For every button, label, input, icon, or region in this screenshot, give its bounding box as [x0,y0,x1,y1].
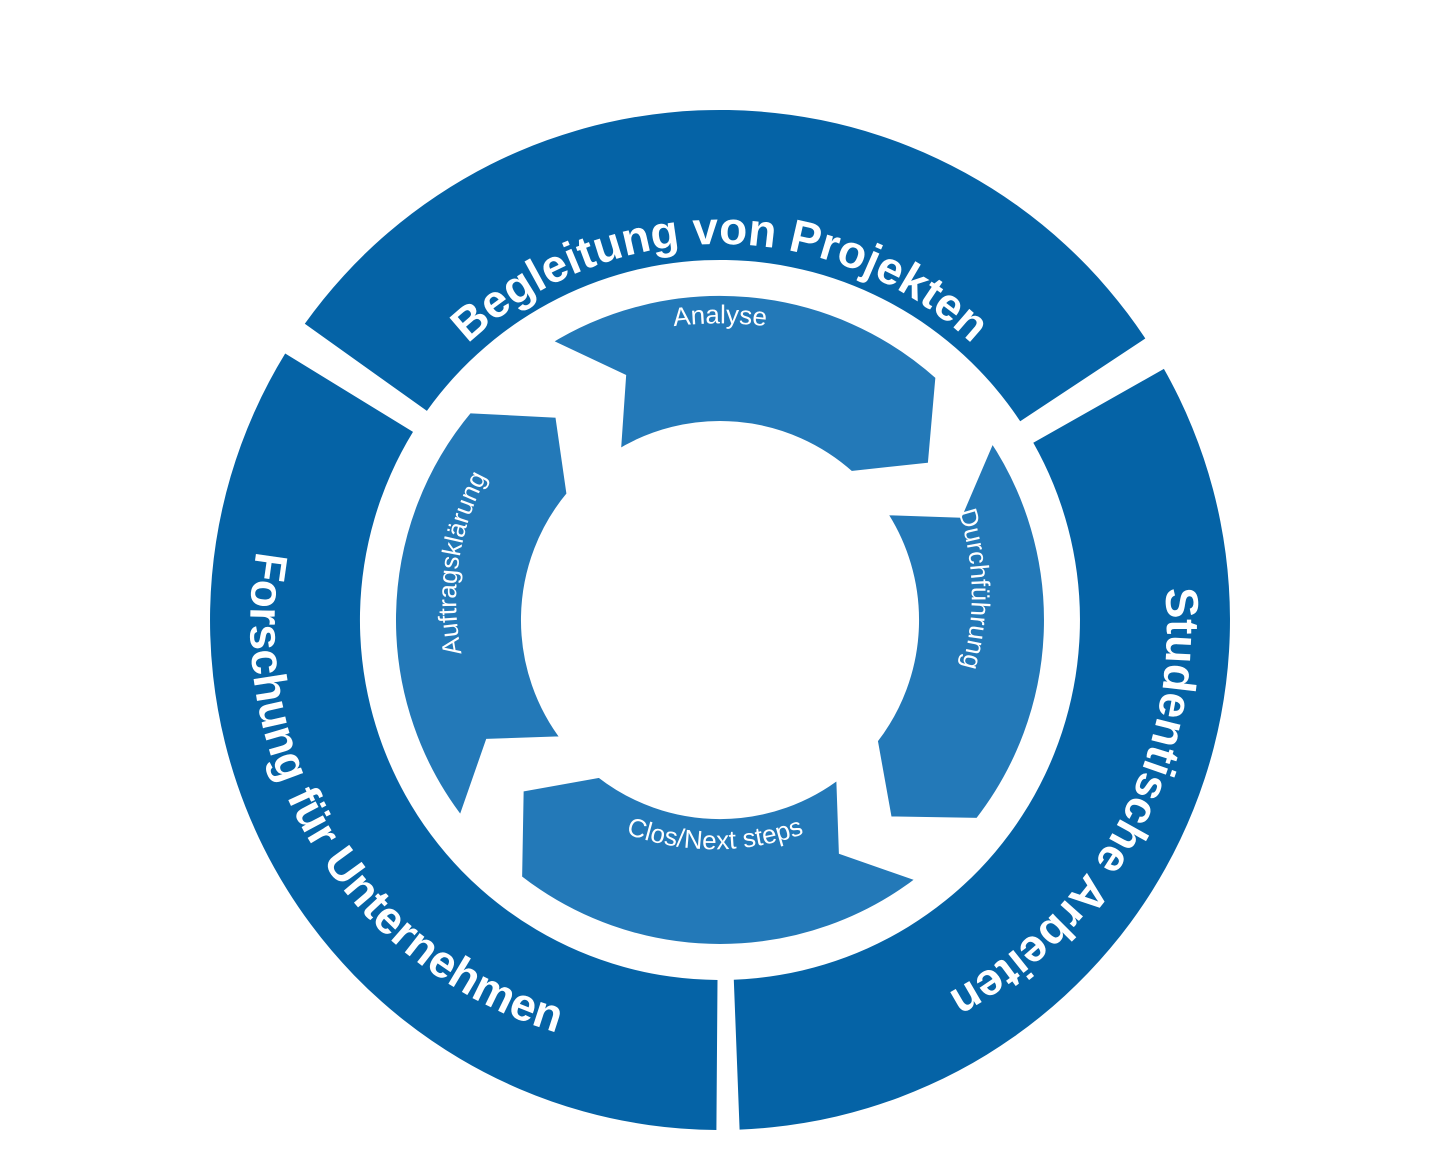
outer-segment-begleitung [304,109,1146,422]
inner-ring [388,288,1052,952]
outer-segment-forschung [210,353,718,1130]
step-block-auftragsklaerung [388,405,575,831]
step-block-durchfuehrung [869,428,1052,826]
step-block-analyse [537,288,944,480]
center-circle [527,427,913,813]
step-block-clos-next-steps [514,765,931,952]
outer-ring [210,109,1230,1130]
outer-segment-studentische [733,368,1230,1130]
